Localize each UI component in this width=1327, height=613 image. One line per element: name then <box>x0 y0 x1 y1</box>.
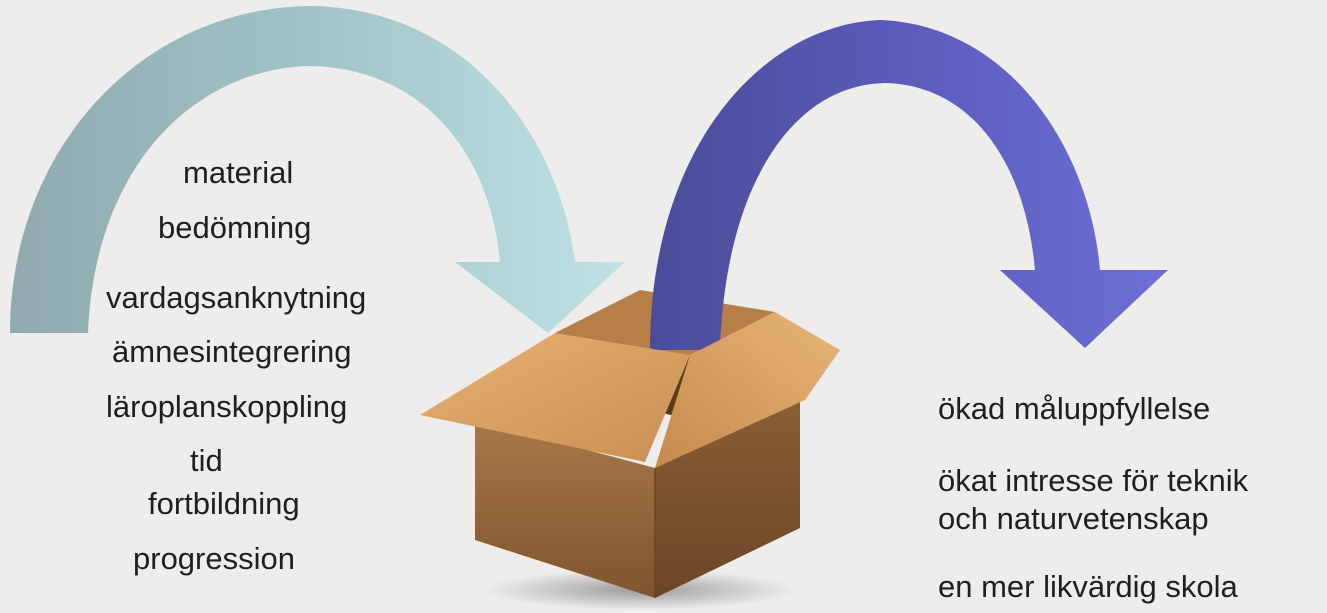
input-label: material <box>183 157 293 188</box>
input-label: fortbildning <box>148 488 300 519</box>
input-label: läroplanskoppling <box>106 391 347 422</box>
input-label: tid <box>190 445 223 476</box>
outcome-label: och naturvetenskap <box>938 503 1209 534</box>
outcome-label: ökat intresse för teknik <box>938 465 1248 496</box>
box-left-flap <box>420 333 690 462</box>
input-label: bedömning <box>158 212 311 243</box>
input-label: ämnesintegrering <box>112 336 352 367</box>
input-label: vardagsanknytning <box>106 282 366 313</box>
outcome-label: ökad måluppfyllelse <box>938 393 1210 424</box>
output-arrow-icon <box>650 20 1168 350</box>
input-label: progression <box>133 543 295 574</box>
outcome-label: en mer likvärdig skola <box>938 571 1238 602</box>
